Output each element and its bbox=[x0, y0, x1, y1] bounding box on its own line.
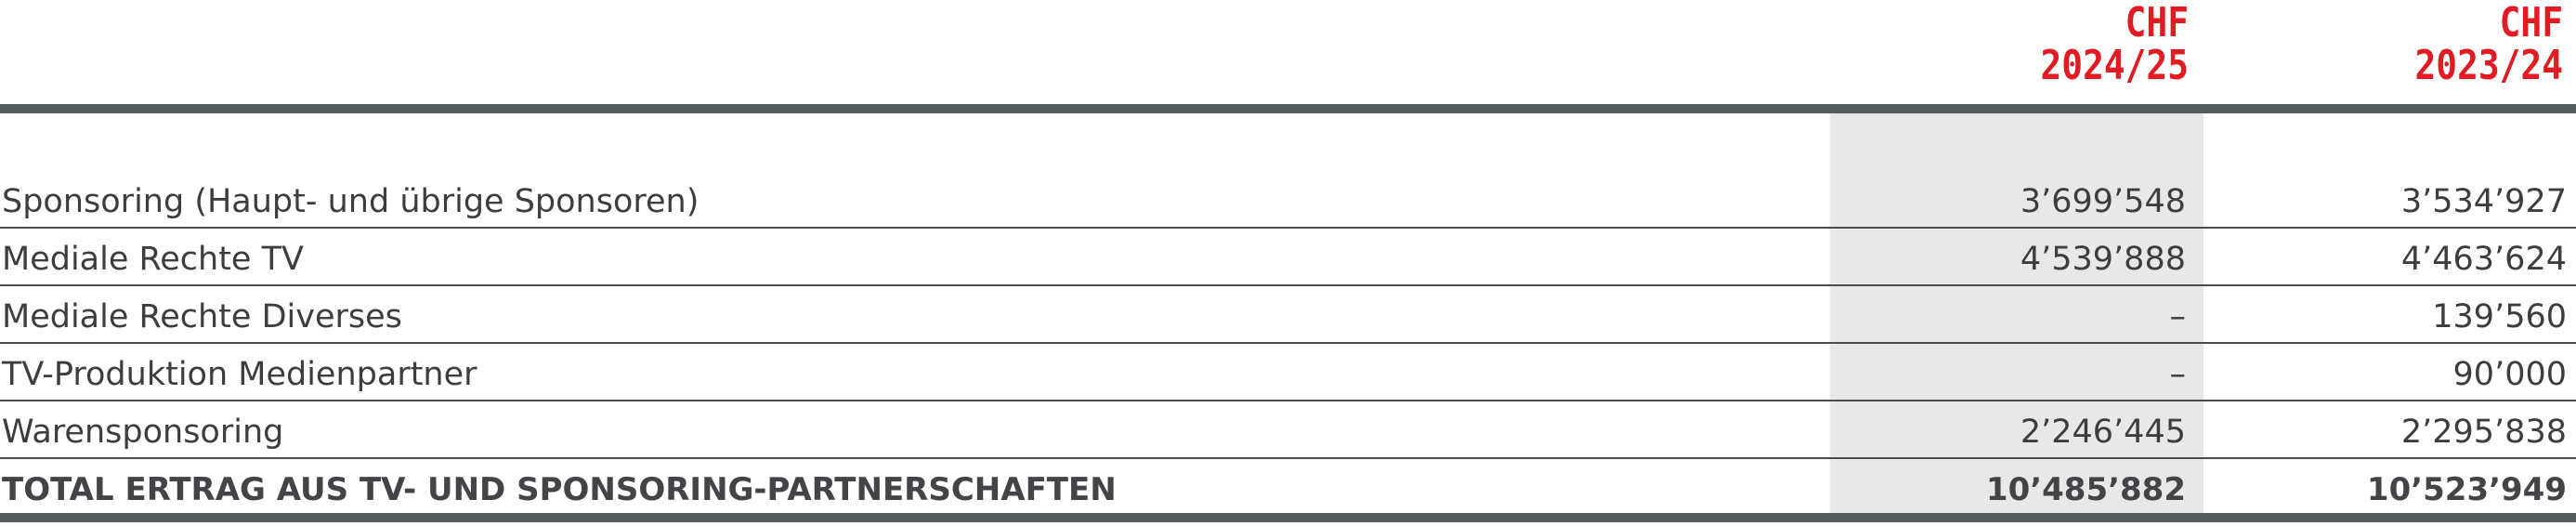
total-value-2023-24: 10’523’949 bbox=[2366, 471, 2567, 508]
row-value-2023-24: 3’534’927 bbox=[2400, 183, 2567, 220]
column-header-currency: CHF bbox=[2125, 0, 2189, 46]
row-value-2023-24: 90’000 bbox=[2452, 356, 2567, 393]
row-value-2024-25: – bbox=[2169, 356, 2187, 393]
row-label: TV-Produktion Medienpartner bbox=[2, 356, 477, 393]
row-value-2023-24: 4’463’624 bbox=[2400, 241, 2567, 278]
column-header-2024-25: CHF 2024/25 bbox=[1867, 2, 2189, 87]
row-label: Mediale Rechte Diverses bbox=[2, 298, 402, 335]
header-divider bbox=[0, 104, 2576, 113]
row-value-2024-25: 4’539’888 bbox=[2020, 241, 2186, 278]
row-value-2023-24: 2’295’838 bbox=[2400, 414, 2567, 451]
row-value-2024-25: 3’699’548 bbox=[2020, 183, 2186, 220]
column-header-currency: CHF bbox=[2499, 0, 2563, 46]
row-value-2024-25: 2’246’445 bbox=[2020, 414, 2186, 451]
current-year-column-shade bbox=[1830, 113, 2203, 513]
row-label: Mediale Rechte TV bbox=[2, 241, 304, 278]
column-header-2023-24: CHF 2023/24 bbox=[2242, 2, 2563, 87]
total-row: TOTAL ERTRAG AUS TV- UND SPONSORING-PART… bbox=[0, 457, 2576, 515]
total-label: TOTAL ERTRAG AUS TV- UND SPONSORING-PART… bbox=[2, 471, 1117, 508]
total-value-2024-25: 10’485’882 bbox=[1985, 471, 2186, 508]
table-row: Sponsoring (Haupt- und übrige Sponsoren)… bbox=[0, 171, 2576, 229]
row-value-2023-24: 139’560 bbox=[2432, 298, 2567, 335]
column-header-period: 2024/25 bbox=[2040, 42, 2189, 89]
table-row: TV-Produktion Medienpartner – 90’000 bbox=[0, 344, 2576, 401]
row-value-2024-25: – bbox=[2169, 298, 2187, 335]
row-label: Warensponsoring bbox=[2, 414, 284, 451]
row-label: Sponsoring (Haupt- und übrige Sponsoren) bbox=[2, 183, 700, 220]
table-row: Mediale Rechte Diverses – 139’560 bbox=[0, 286, 2576, 344]
table-bottom-rule bbox=[0, 513, 2576, 522]
column-header-period: 2023/24 bbox=[2414, 42, 2563, 89]
table-row: Warensponsoring 2’246’445 2’295’838 bbox=[0, 401, 2576, 459]
table-row: Mediale Rechte TV 4’539’888 4’463’624 bbox=[0, 229, 2576, 286]
